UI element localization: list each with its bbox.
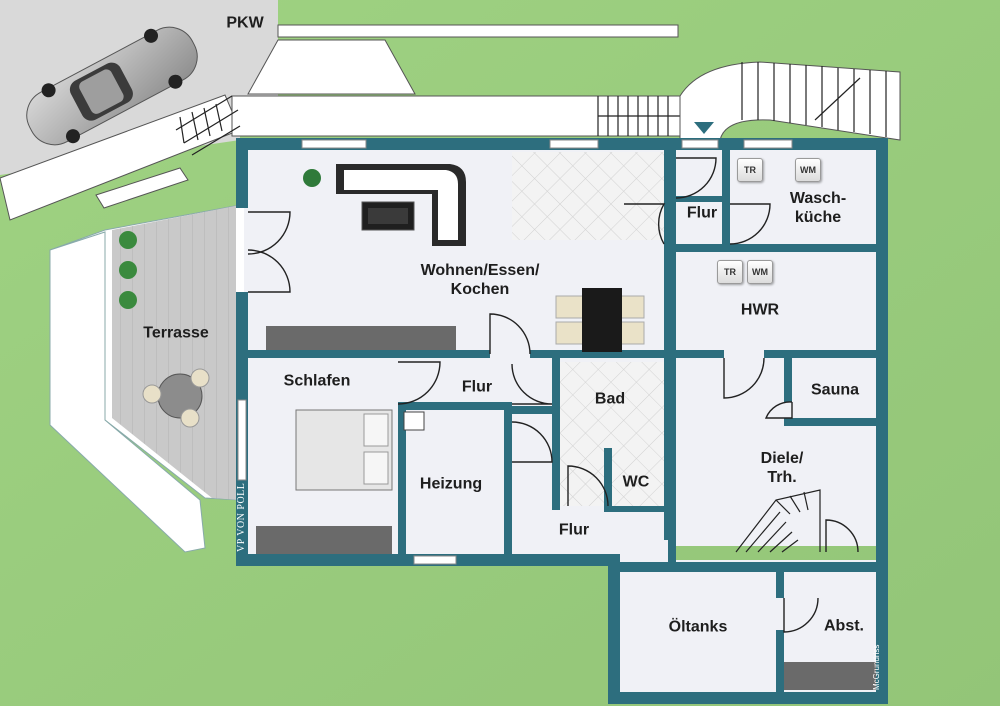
carport-ramp <box>247 39 416 95</box>
bedroom-wardrobe <box>256 526 392 554</box>
room-label-sauna: Sauna <box>810 381 860 399</box>
room-label-flur-top: Flur <box>686 204 718 222</box>
entrance-arrow-icon <box>694 122 714 134</box>
room-label-hwr: HWR <box>740 301 780 319</box>
kitchen-tiles <box>512 152 664 240</box>
curved-stair-steps <box>741 62 887 137</box>
plants <box>119 169 321 309</box>
storage-shelf <box>784 662 876 690</box>
stairs-middle <box>597 96 680 136</box>
room-label-flur-mid: Flur <box>461 378 493 396</box>
washer-label: WM <box>800 165 816 175</box>
room-label-schlafen: Schlafen <box>283 372 351 390</box>
boiler <box>403 411 425 431</box>
terrace-table <box>142 368 210 428</box>
washer-icon: WM <box>795 158 821 182</box>
dryer-icon: TR <box>717 260 743 284</box>
room-label-oeltanks: Öltanks <box>668 618 728 636</box>
doors <box>247 157 859 633</box>
dryer-label: TR <box>744 165 756 175</box>
room-label-flur-low: Flur <box>558 521 590 539</box>
path-step <box>95 167 189 209</box>
car-icon <box>26 26 198 146</box>
agency-logo: VP VON POLL <box>236 482 247 552</box>
washer-label: WM <box>752 267 768 277</box>
dining-table <box>555 288 645 352</box>
windows <box>237 139 793 565</box>
credit-text: McGrundriss <box>872 644 881 690</box>
room-label-bad: Bad <box>594 390 626 408</box>
room-label-abst: Abst. <box>824 617 864 635</box>
interior-stairs <box>735 489 821 553</box>
terrace-deck <box>112 205 240 500</box>
bed <box>295 409 393 491</box>
kitchen-counter <box>266 326 456 350</box>
dryer-label: TR <box>724 267 736 277</box>
dryer-icon: TR <box>737 158 763 182</box>
washer-icon: WM <box>747 260 773 284</box>
room-label-wc: WC <box>622 473 650 491</box>
room-label-terrasse: Terrasse <box>143 324 209 342</box>
room-label-wohnen: Wohnen/Essen/ Kochen <box>420 262 540 298</box>
terrace-walk <box>49 231 206 553</box>
room-label-heizung: Heizung <box>419 475 483 493</box>
pkw-bar <box>277 24 679 38</box>
stairs-left <box>175 95 241 156</box>
sofa <box>336 164 466 246</box>
room-label-diele: Diele/ Trh. <box>760 450 804 486</box>
room-label-waschkueche: Wasch- küche <box>789 190 847 226</box>
label-pkw: PKW <box>226 14 264 32</box>
